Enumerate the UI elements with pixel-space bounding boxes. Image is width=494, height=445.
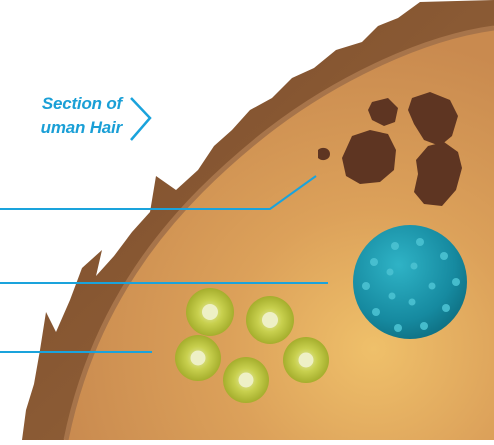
caption-line-2: uman Hair (0, 116, 122, 140)
hair-section-caption: Section of uman Hair (0, 92, 122, 140)
cell-nucleus (353, 225, 467, 339)
caption-line-1: Section of (42, 94, 122, 113)
chevron-right-icon (131, 98, 150, 140)
